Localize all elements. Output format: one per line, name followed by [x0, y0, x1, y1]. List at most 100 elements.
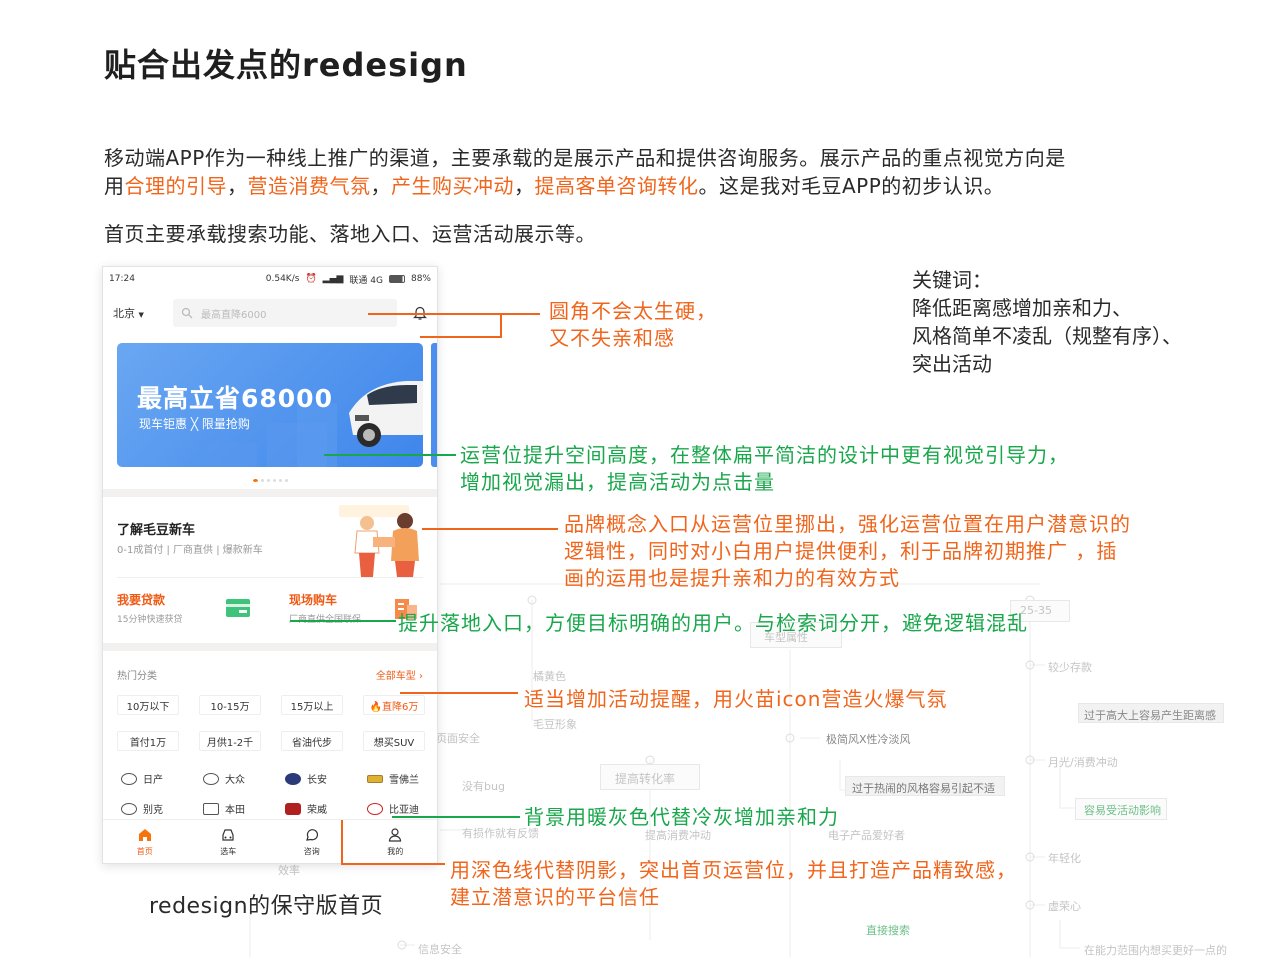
brand-byd[interactable]: 比亚迪 — [367, 801, 419, 816]
all-models-link[interactable]: 全部车型 › — [375, 671, 423, 682]
annotation-line — [290, 620, 396, 622]
bg-label: 页面安全 — [436, 732, 480, 745]
bg-label: 过于高大上容易产生距离感 — [1084, 709, 1216, 722]
annotation-dark-lines: 用深色线代替阴影，突出首页运营位，并且打造产品精致感， 建立潜意识的平台信任 — [450, 857, 1017, 911]
pagination-dot — [278, 478, 282, 482]
intro-paragraph: 移动端APP作为一种线上推广的渠道，主要承载的是展示产品和提供咨询服务。展示产品… — [104, 144, 1244, 200]
vw-logo-icon — [203, 772, 219, 785]
intro-highlight: 提高客单咨询转化 — [534, 174, 699, 198]
bg-label: 在能力范围内想买更好一点的 — [1084, 944, 1227, 957]
brand-label: 本田 — [225, 805, 245, 816]
annotation-fire-icon: 适当增加活动提醒，用火苗icon营造火爆气氛 — [524, 686, 947, 713]
annotation-line — [324, 454, 456, 456]
brand-label: 大众 — [225, 775, 245, 786]
alarm-icon: ⏰ — [305, 274, 317, 284]
keyword-item: 风格简单不凌乱（规整有序）、 — [912, 324, 1182, 348]
bg-label: 信息安全 — [418, 943, 462, 956]
bell-icon — [413, 306, 427, 320]
category-tag[interactable]: 10万以下 — [117, 695, 179, 715]
annotation-text: 背景用暖灰色代替冷灰增加亲和力 — [524, 805, 839, 829]
category-card: 热门分类 全部车型 › 10万以下 10-15万 15万以上 🔥直降6万 首付1… — [103, 651, 437, 837]
category-heading: 热门分类 — [117, 671, 157, 682]
category-tag[interactable]: 月供1-2千 — [199, 731, 261, 751]
pagination-dot — [272, 478, 276, 482]
roewe-logo-icon — [285, 802, 301, 815]
annotation-text: 圆角不会太生硬， — [549, 299, 717, 323]
annotation-line — [400, 692, 518, 694]
intro-highlight: 产生购买冲动 — [391, 174, 514, 198]
brand-buick[interactable]: 别克 — [121, 801, 163, 816]
status-time: 17:24 — [109, 274, 135, 284]
category-tag[interactable]: 想买SUV — [363, 731, 425, 751]
annotation-text: 适当增加活动提醒，用火苗icon营造火爆气氛 — [524, 687, 948, 711]
nissan-logo-icon — [121, 772, 137, 785]
banner-subtitle: 现车钜惠 ╳ 限量抢购 — [139, 417, 250, 431]
brand-card: 了解毛豆新车 0-1成首付 | 厂商直供 | 爆款新车 我要贷款 15分钟快速获… — [103, 497, 437, 643]
banner-title: 最高立省68000 — [137, 384, 333, 413]
annotation-text: 逻辑性，同时对小白用户提供便利，利于品牌初期推广 ，插 — [564, 539, 1118, 563]
bg-label: 橘黄色 — [533, 670, 566, 683]
onsite-buy-title: 现场购车 — [289, 593, 338, 607]
city-selector[interactable]: 北京 ▼ — [113, 305, 173, 321]
brand-honda[interactable]: 本田 — [203, 801, 245, 816]
annotation-line — [368, 313, 501, 315]
category-tag[interactable]: 省油代步 — [281, 731, 343, 751]
banner-next-peek[interactable] — [431, 343, 437, 467]
annotation-line — [392, 816, 520, 818]
search-input[interactable]: 最高直降6000 — [173, 299, 397, 327]
tab-label: 我的 — [387, 846, 404, 856]
category-tag-hot[interactable]: 🔥直降6万 — [363, 695, 425, 715]
intro-suffix: 。这是我对毛豆APP的初步认识。 — [698, 174, 1005, 198]
tab-label: 咨询 — [303, 846, 320, 856]
annotation-text: 运营位提升空间高度，在整体扁平简洁的设计中更有视觉引导力， — [460, 443, 1069, 467]
intro-sep: ， — [514, 174, 535, 198]
bg-label: 虚荣心 — [1048, 900, 1081, 913]
brand-subtitle: 0-1成首付 | 厂商直供 | 爆款新车 — [117, 545, 263, 556]
bg-label: 容易受活动影响 — [1084, 804, 1161, 817]
brand-vw[interactable]: 大众 — [203, 771, 245, 786]
net-speed: 0.54K/s — [265, 274, 300, 284]
loan-entry[interactable]: 我要贷款 15分钟快速获贷 — [117, 591, 182, 625]
tab-home[interactable]: 首页 — [103, 820, 187, 863]
chat-icon — [305, 828, 318, 841]
chevrolet-logo-icon — [367, 774, 383, 783]
tab-label: 首页 — [136, 846, 153, 856]
notification-button[interactable] — [397, 305, 427, 321]
category-tag[interactable]: 15万以上 — [281, 695, 343, 715]
brand-nissan[interactable]: 日产 — [121, 771, 163, 786]
bg-label: 直接搜索 — [866, 924, 910, 937]
changan-logo-icon — [285, 772, 301, 785]
pagination-dot-active — [252, 478, 258, 482]
category-tag[interactable]: 首付1万 — [117, 731, 179, 751]
brand-illustration — [339, 505, 419, 577]
bg-node-box — [845, 776, 1005, 796]
battery-level: 88% — [410, 274, 431, 284]
brand-changan[interactable]: 长安 — [285, 771, 327, 786]
banner-illustration — [207, 381, 423, 467]
intro-prefix: 用 — [104, 174, 125, 198]
promo-banner[interactable]: 最高立省68000 现车钜惠 ╳ 限量抢购 — [117, 343, 423, 467]
search-placeholder: 最高直降6000 — [201, 309, 267, 321]
tab-consult[interactable]: 咨询 — [270, 820, 354, 863]
divider — [117, 577, 423, 578]
bg-label: 月光/消费冲动 — [1048, 756, 1118, 769]
brand-chevrolet[interactable]: 雪佛兰 — [367, 771, 419, 786]
bg-label: 年轻化 — [1048, 852, 1081, 865]
tab-profile[interactable]: 我的 — [354, 820, 438, 863]
loan-title: 我要贷款 — [117, 593, 166, 607]
battery-icon — [388, 275, 405, 283]
tab-select-car[interactable]: 选车 — [187, 820, 271, 863]
bg-label: 电子产品爱好者 — [828, 829, 905, 842]
mockup-caption: redesign的保守版首页 — [149, 894, 384, 919]
car-icon — [222, 828, 234, 841]
intro-line-1: 移动端APP作为一种线上推广的渠道，主要承载的是展示产品和提供咨询服务。展示产品… — [104, 146, 1066, 170]
card-icon — [226, 599, 250, 617]
annotation-text: 品牌概念入口从运营位里挪出，强化运营位置在用户潜意识的 — [564, 512, 1131, 536]
annotation-text: 又不失亲和感 — [549, 326, 675, 350]
annotation-text: 画的运用也是提升亲和力的有效方式 — [564, 566, 900, 590]
category-tag[interactable]: 10-15万 — [199, 695, 261, 715]
annotation-banner: 运营位提升空间高度，在整体扁平简洁的设计中更有视觉引导力， 增加视觉漏出，提高活… — [460, 442, 1069, 496]
brand-roewe[interactable]: 荣威 — [285, 801, 327, 816]
pagination-dot — [284, 478, 288, 482]
annotation-line — [500, 313, 502, 337]
